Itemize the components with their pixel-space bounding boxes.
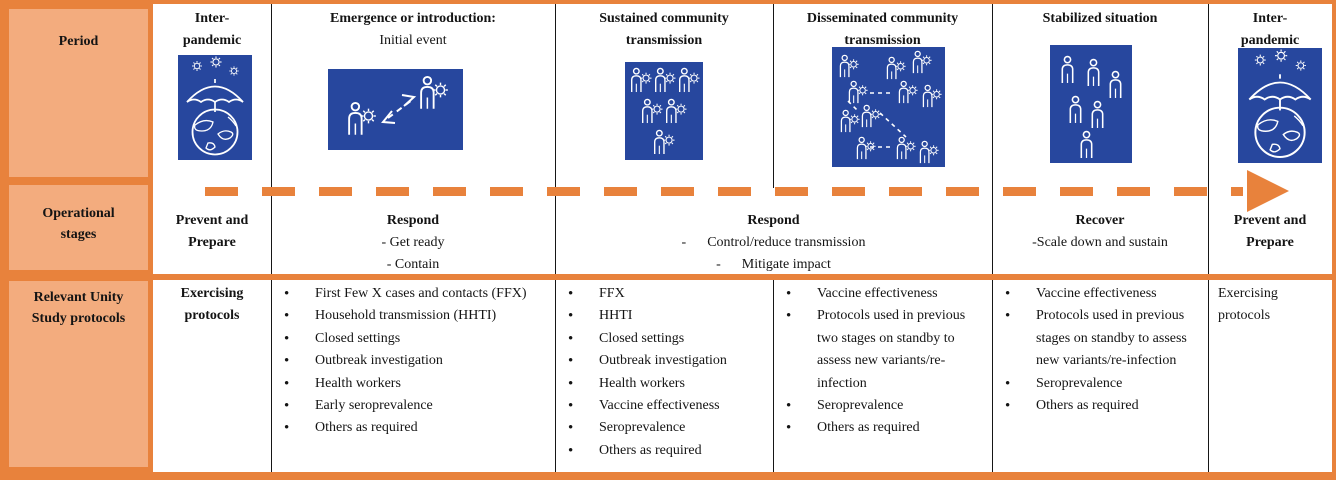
stage-item: - Control/reduce transmission <box>681 235 866 250</box>
grid-line <box>271 4 272 274</box>
umbrella-globe-virus-icon <box>178 55 252 160</box>
header-line: Disseminated community <box>806 11 959 26</box>
protocol-item: Health workers <box>555 373 765 396</box>
protocol-item: Others as required <box>773 417 977 440</box>
row-label-unity-protocols: Relevant Unity Study protocols <box>9 281 148 467</box>
header-line: pandemic <box>1240 33 1300 48</box>
header-sustained: Sustained community transmission <box>555 8 773 52</box>
period-label: Period <box>58 34 99 49</box>
stage-recover: Recover -Scale down and sustain <box>992 210 1208 254</box>
arrowhead-icon <box>1247 170 1289 212</box>
protocol-item: Seroprevalence <box>992 373 1193 396</box>
frame-bottom <box>0 472 1336 480</box>
infected-network-icon <box>832 47 945 167</box>
protocol-item: Others as required <box>555 440 765 463</box>
row-label-operational-stages: Operational stages <box>9 185 148 270</box>
protocols-exercising-left: Exercising protocols <box>153 283 271 327</box>
protocol-item: Vaccine effectiveness <box>773 283 977 306</box>
stage-item-list: - Get ready - Contain <box>271 232 555 276</box>
operational-label-line2: stages <box>60 227 97 242</box>
protocol-item: Closed settings <box>555 328 765 351</box>
protocols-label-line1: Relevant Unity <box>33 290 124 305</box>
protocol-item: Outbreak investigation <box>271 350 541 373</box>
protocols-list-emergence: First Few X cases and contacts (FFX)Hous… <box>271 283 541 440</box>
grid-line <box>555 4 556 274</box>
header-line: transmission <box>844 33 921 48</box>
stage-line: Prepare <box>1246 235 1294 250</box>
stage-title: Recover <box>1075 213 1125 228</box>
protocols-line: Exercising <box>180 286 244 301</box>
frame-top <box>0 0 1336 4</box>
protocol-item: Early seroprevalence <box>271 395 541 418</box>
protocol-item: HHTI <box>555 305 765 328</box>
row-divider <box>4 274 1332 280</box>
header-line: Inter- <box>1252 11 1288 26</box>
protocol-item: Household transmission (HHTI) <box>271 305 541 328</box>
header-line: Stabilized situation <box>1042 11 1158 26</box>
header-line: Sustained community <box>599 11 729 26</box>
header-line: pandemic <box>182 33 242 48</box>
protocol-item: First Few X cases and contacts (FFX) <box>271 283 541 306</box>
protocols-label-line2: Study protocols <box>31 311 126 326</box>
stage-title: Respond <box>386 213 440 228</box>
frame-left <box>0 0 4 480</box>
protocols-line: protocols <box>184 308 240 323</box>
protocols-list-disseminated: Vaccine effectivenessProtocols used in p… <box>773 283 977 440</box>
protocol-item: Protocols used in previous stages on sta… <box>992 305 1193 372</box>
header-line: Emergence or introduction: <box>330 11 496 26</box>
stage-item-list: - Control/reduce transmission - Mitigate … <box>555 232 992 276</box>
protocols-text: Exercising protocols <box>1218 286 1278 323</box>
stage-respond-main: Respond - Control/reduce transmission - M… <box>555 210 992 276</box>
stage-prevent-prepare-left: Prevent and Prepare <box>153 210 271 254</box>
stage-item: - Mitigate impact <box>716 257 831 272</box>
header-line: transmission <box>625 33 703 48</box>
protocols-list-stabilized: Vaccine effectivenessProtocols used in p… <box>992 283 1193 418</box>
row-label-period: Period <box>9 9 148 177</box>
protocol-item: FFX <box>555 283 765 306</box>
protocol-item: Closed settings <box>271 328 541 351</box>
stage-respond-early: Respond - Get ready - Contain <box>271 210 555 276</box>
protocol-item: Others as required <box>992 395 1193 418</box>
header-disseminated: Disseminated community transmission <box>773 8 992 52</box>
grid-line <box>1208 280 1209 472</box>
grid-line <box>1208 4 1209 274</box>
protocols-list-sustained: FFXHHTIClosed settingsOutbreak investiga… <box>555 283 765 463</box>
healthy-group-icon <box>1050 45 1132 163</box>
header-stabilized: Stabilized situation <box>992 8 1208 30</box>
header-interpandemic-left: Inter- pandemic <box>153 8 271 52</box>
protocol-item: Health workers <box>271 373 541 396</box>
stage-item: - Get ready <box>381 235 445 250</box>
person-to-person-transmission-icon <box>328 69 463 150</box>
protocol-item: Vaccine effectiveness <box>555 395 765 418</box>
header-interpandemic-right: Inter- pandemic <box>1208 8 1332 52</box>
grid-line <box>992 4 993 274</box>
header-line: Inter- <box>194 11 230 26</box>
protocols-exercising-right: Exercising protocols <box>1218 283 1328 327</box>
protocol-item: Others as required <box>271 417 541 440</box>
header-emergence: Emergence or introduction: Initial event <box>271 8 555 52</box>
protocol-item: Seroprevalence <box>555 417 765 440</box>
protocol-item: Seroprevalence <box>773 395 977 418</box>
stage-title: Respond <box>747 213 800 228</box>
protocol-item: Protocols used in previous two stages on… <box>773 305 977 395</box>
header-subline: Initial event <box>379 33 447 48</box>
frame-right <box>1332 0 1336 480</box>
stage-line: Prevent and <box>175 213 249 228</box>
protocol-item: Vaccine effectiveness <box>992 283 1193 306</box>
stage-item: - Contain <box>386 257 440 272</box>
grid-line <box>773 4 774 188</box>
umbrella-globe-virus-icon <box>1238 48 1322 163</box>
stage-prevent-prepare-right: Prevent and Prepare <box>1208 210 1332 254</box>
operational-label-line1: Operational <box>42 206 115 221</box>
timeline-dashed-arrow <box>205 187 1243 196</box>
stage-subtitle: -Scale down and sustain <box>1032 235 1168 250</box>
protocol-item: Outbreak investigation <box>555 350 765 373</box>
stage-line: Prevent and <box>1233 213 1307 228</box>
stage-line: Prepare <box>188 235 236 250</box>
infected-group-icon <box>625 62 703 160</box>
